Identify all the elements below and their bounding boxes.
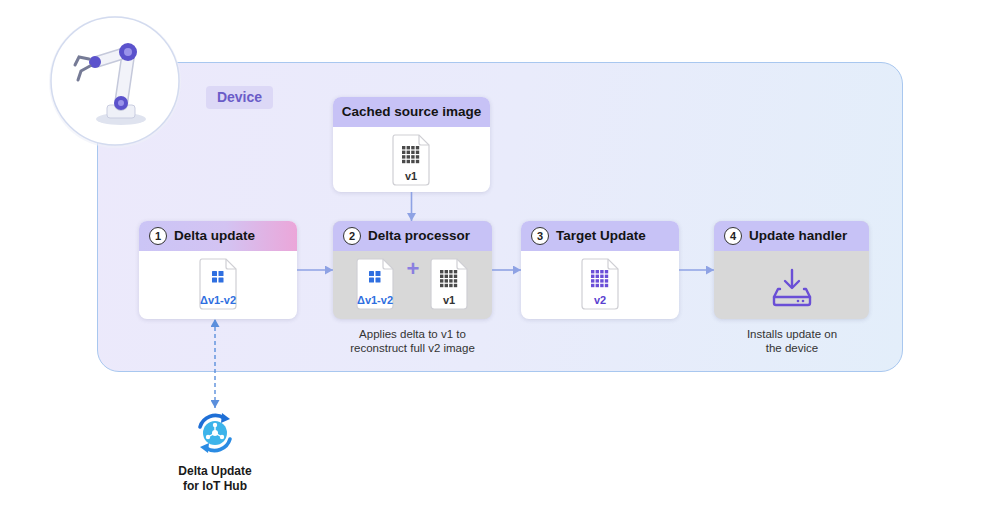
card-title: Target Update <box>556 228 646 244</box>
device-region: DeviceCached source image v1 1 Delta update… <box>97 62 903 372</box>
service-label: Delta Update for IoT Hub <box>170 464 260 494</box>
card-title: Delta update <box>174 228 255 244</box>
plus-sign: + <box>404 258 422 280</box>
card-title: Cached source image <box>333 104 490 120</box>
file-label: Δv1-v2 <box>345 294 405 307</box>
flow-arrow <box>679 269 714 271</box>
file-label: v1 <box>429 294 469 307</box>
install-icon <box>770 267 814 307</box>
callout-number: 4 <box>724 227 742 245</box>
file-label: Δv1-v2 <box>188 294 248 307</box>
process-box: 3 Target Update v2 <box>521 221 679 319</box>
process-box: 2Delta processorΔv1-v2+v1Applies delta t… <box>333 221 492 319</box>
card-title: Update handler <box>749 228 847 244</box>
file-label: v1 <box>391 170 431 183</box>
robot-badge <box>49 16 181 148</box>
flow-arrow <box>492 269 521 271</box>
caption-note: Applies delta to v1 to reconstruct full … <box>337 327 488 355</box>
file-label: v2 <box>580 294 620 307</box>
source-card: Cached source image v1 <box>333 97 490 192</box>
dashed-arrow <box>214 319 215 408</box>
card-title: Delta processor <box>368 228 470 244</box>
caption-note: Installs update on the device <box>744 327 840 355</box>
process-box: 1 Delta updateΔv1-v2 <box>139 221 297 319</box>
callout-number: 1 <box>149 227 167 245</box>
cloud-service: Delta Update for IoT Hub <box>160 408 270 490</box>
flow-arrow <box>297 269 333 271</box>
flow-arrow <box>411 192 413 221</box>
process-box: 4Update handlerInstalls update on the de… <box>714 221 869 319</box>
callout-number: 3 <box>531 227 549 245</box>
callout-number: 2 <box>343 227 361 245</box>
iot-hub-icon <box>193 411 237 455</box>
region-label: Device <box>206 86 273 109</box>
